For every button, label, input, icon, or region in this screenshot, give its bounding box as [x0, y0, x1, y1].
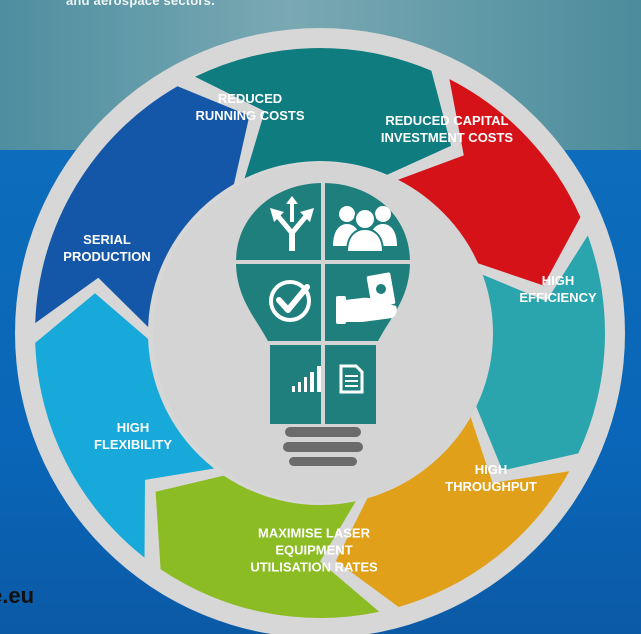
bulb-base-stripe-3 [289, 457, 357, 466]
document-icon [339, 364, 364, 394]
segment-label-line: FLEXIBILITY [94, 437, 172, 452]
segment-serial-production [35, 86, 250, 327]
segment-label-line: SERIAL [83, 232, 131, 247]
segment-label-line: INVESTMENT COSTS [380, 130, 514, 145]
segment-label-line: THROUGHPUT [445, 479, 537, 494]
segment-label-line: PRODUCTION [63, 249, 151, 264]
hand-money-icon [336, 272, 397, 324]
segment-reduced-capital-investment-costs [398, 79, 581, 286]
people-group-icon [333, 206, 397, 253]
url-fragment: e.eu [0, 583, 35, 608]
split-arrows-icon [270, 196, 314, 251]
segment-maximise-laser-utilisation [155, 475, 380, 619]
segment-label-maximise-laser-utilisation: MAXIMISE LASER EQUIPMENT UTILISATION RAT… [250, 525, 377, 576]
segment-label-line: EFFICIENCY [519, 290, 597, 305]
bulb-base-stripe-1 [285, 427, 361, 437]
segment-label-high-throughput: HIGH THROUGHPUT [445, 461, 537, 495]
segment-label-high-efficiency: HIGH EFFICIENCY [519, 272, 596, 306]
light-bulb [236, 183, 410, 466]
segment-label-line: EQUIPMENT [275, 542, 353, 558]
segment-label-reduced-capital-investment-costs: REDUCED CAPITAL INVESTMENT COSTS [381, 112, 513, 146]
segments-layer [35, 48, 605, 619]
segment-label-line: RUNNING COSTS [195, 108, 305, 123]
segment-label-high-flexibility: HIGH FLEXIBILITY [94, 419, 172, 453]
segment-high-flexibility [35, 293, 215, 558]
segment-label-line: REDUCED CAPITAL [385, 113, 509, 128]
segment-label-serial-production: SERIAL PRODUCTION [63, 231, 150, 265]
signal-bars-icon [292, 366, 321, 392]
checkmark-circle-icon [269, 280, 311, 322]
segment-high-throughput [335, 416, 570, 607]
segment-label-reduced-running-costs: REDUCED RUNNING COSTS [195, 90, 304, 124]
segment-label-line: HIGH [116, 420, 150, 435]
segment-reduced-running-costs [195, 48, 452, 179]
segment-label-line: HIGH [474, 462, 508, 477]
segment-high-efficiency [475, 235, 605, 471]
segment-label-line: UTILISATION RATES [250, 559, 378, 575]
segment-label-line: MAXIMISE LASER [258, 525, 370, 541]
segment-label-line: HIGH [541, 273, 575, 288]
bulb-base-stripe-2 [283, 442, 363, 452]
segment-label-line: REDUCED [217, 91, 283, 106]
header-text-fragment: and aerospace sectors. [66, 0, 215, 8]
